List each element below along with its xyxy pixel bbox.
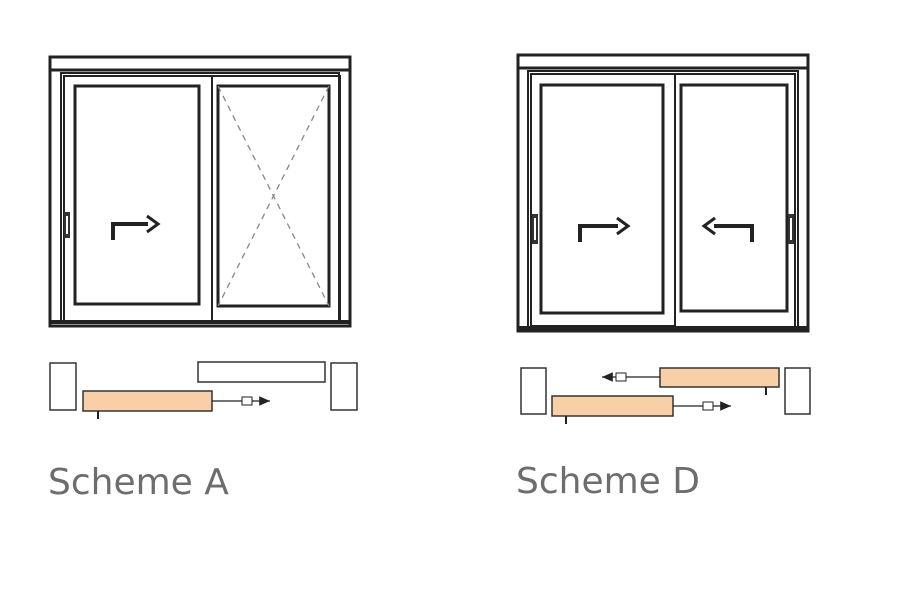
- jamb-right: [330, 362, 358, 411]
- slide-arrow-icon: [212, 396, 270, 406]
- handle-icon: [532, 214, 794, 244]
- sliding-sash-plan-upper: [659, 367, 780, 388]
- fixed-sash-plan: [197, 361, 326, 383]
- scheme-a: Scheme A: [48, 55, 358, 503]
- scheme-d-caption: Scheme D: [516, 461, 700, 502]
- arrow-right-icon: [578, 216, 631, 242]
- plan-view-a: [49, 361, 358, 419]
- handle-icon: [64, 212, 70, 238]
- window-a: [48, 55, 352, 328]
- jamb-right: [784, 367, 811, 415]
- scheme-a-caption: Scheme A: [48, 462, 229, 503]
- window-d: [516, 53, 810, 333]
- jamb-left: [49, 362, 77, 411]
- arrow-left-icon: [701, 216, 754, 242]
- arrow-right-icon: [111, 214, 161, 240]
- plan-view-d: [520, 367, 811, 424]
- fixed-panel-cross-icon: [217, 85, 330, 307]
- scheme-d: Scheme D: [516, 53, 811, 502]
- jamb-left: [520, 367, 547, 415]
- sliding-sash-plan-lower: [551, 395, 674, 417]
- slide-arrow-icon: [673, 401, 731, 411]
- slide-arrow-icon: [602, 372, 660, 382]
- sliding-sash-plan: [82, 390, 213, 412]
